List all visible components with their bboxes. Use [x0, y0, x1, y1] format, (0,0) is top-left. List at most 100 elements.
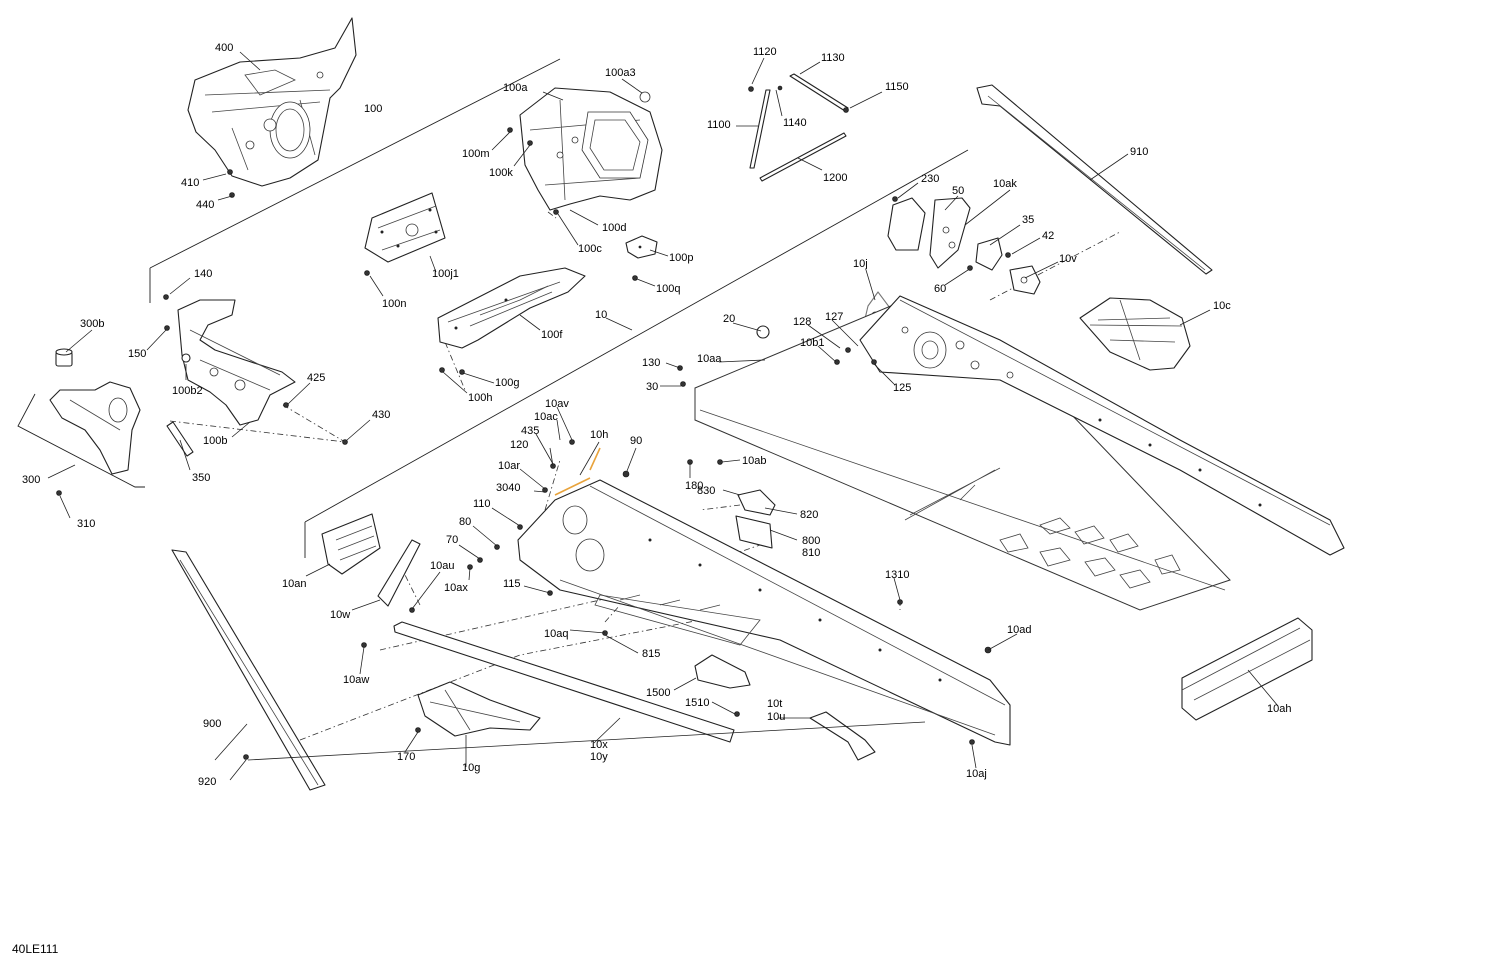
callout-10j[interactable]: 10j	[853, 258, 868, 270]
callout-10ar[interactable]: 10ar	[498, 460, 520, 472]
part-10an-vent[interactable]	[321, 513, 381, 575]
callout-10u[interactable]: 10u	[767, 711, 785, 723]
callout-10av[interactable]: 10av	[545, 398, 569, 410]
callout-127[interactable]: 127	[825, 311, 843, 323]
callout-100f[interactable]: 100f	[541, 329, 563, 341]
callout-10t[interactable]: 10t	[767, 698, 782, 710]
callout-100a3[interactable]: 100a3	[605, 67, 636, 79]
callout-10g[interactable]: 10g	[462, 762, 480, 774]
part-10w-strut[interactable]	[377, 539, 421, 607]
callout-1200[interactable]: 1200	[823, 172, 847, 184]
callout-1510[interactable]: 1510	[685, 697, 709, 709]
part-100j1-panel[interactable]	[364, 192, 446, 263]
callout-440[interactable]: 440	[196, 199, 214, 211]
callout-10c[interactable]: 10c	[1213, 300, 1231, 312]
callout-1310[interactable]: 1310	[885, 569, 909, 581]
callout-42[interactable]: 42	[1042, 230, 1054, 242]
callout-10ab[interactable]: 10ab	[742, 455, 766, 467]
callout-425[interactable]: 425	[307, 372, 325, 384]
callout-100g[interactable]: 100g	[495, 377, 519, 389]
callout-10ah[interactable]: 10ah	[1267, 703, 1291, 715]
callout-128[interactable]: 128	[793, 316, 811, 328]
callout-125[interactable]: 125	[893, 382, 911, 394]
callout-100[interactable]: 100	[364, 103, 382, 115]
callout-10ak[interactable]: 10ak	[993, 178, 1017, 190]
callout-10x[interactable]: 10x	[590, 739, 608, 751]
callout-70[interactable]: 70	[446, 534, 458, 546]
callout-800[interactable]: 800	[802, 535, 820, 547]
callout-350[interactable]: 350	[192, 472, 210, 484]
callout-410[interactable]: 410	[181, 177, 199, 189]
callout-180[interactable]: 180	[685, 480, 703, 492]
callout-810[interactable]: 810	[802, 547, 820, 559]
callout-50[interactable]: 50	[952, 185, 964, 197]
callout-1120[interactable]: 1120	[753, 46, 777, 58]
part-820-bracket[interactable]	[737, 489, 776, 516]
part-100b-mid-frame[interactable]	[177, 299, 296, 426]
callout-100m[interactable]: 100m	[462, 148, 490, 160]
callout-10an[interactable]: 10an	[282, 578, 306, 590]
callout-100d[interactable]: 100d	[602, 222, 626, 234]
callout-430[interactable]: 430	[372, 409, 390, 421]
callout-1100[interactable]: 1100	[707, 119, 731, 131]
part-10c-cover[interactable]	[1079, 297, 1191, 371]
callout-1130[interactable]: 1130	[821, 52, 845, 64]
callout-920[interactable]: 920	[198, 776, 216, 788]
callout-100h[interactable]: 100h	[468, 392, 492, 404]
callout-110[interactable]: 110	[473, 498, 491, 510]
callout-10h[interactable]: 10h	[590, 429, 608, 441]
callout-140[interactable]: 140	[194, 268, 212, 280]
callout-100a[interactable]: 100a	[503, 82, 528, 94]
part-350-tube[interactable]	[166, 421, 194, 457]
callout-830[interactable]: 830	[697, 485, 715, 497]
callout-90[interactable]: 90	[630, 435, 642, 447]
callout-300b[interactable]: 300b	[80, 318, 104, 330]
callout-100j1[interactable]: 100j1	[432, 268, 459, 280]
part-10ah-channel[interactable]	[1181, 617, 1313, 721]
part-910-rail[interactable]	[976, 84, 1213, 275]
part-10x-strip[interactable]	[393, 621, 735, 743]
callout-100b[interactable]: 100b	[203, 435, 227, 447]
callout-435[interactable]: 435	[521, 425, 539, 437]
callout-60[interactable]: 60	[934, 283, 946, 295]
callout-10aa[interactable]: 10aa	[697, 353, 722, 365]
callout-35[interactable]: 35	[1022, 214, 1034, 226]
part-1500-bracket[interactable]	[694, 654, 751, 689]
callout-1500[interactable]: 1500	[646, 687, 670, 699]
callout-10ac[interactable]: 10ac	[534, 411, 558, 423]
callout-10aj[interactable]: 10aj	[966, 768, 987, 780]
callout-310[interactable]: 310	[77, 518, 95, 530]
callout-20[interactable]: 20	[723, 313, 735, 325]
callout-100p[interactable]: 100p	[669, 252, 693, 264]
callout-100c[interactable]: 100c	[578, 243, 602, 255]
callout-10[interactable]: 10	[595, 309, 607, 321]
callout-400[interactable]: 400	[215, 42, 233, 54]
callout-910[interactable]: 910	[1130, 146, 1148, 158]
callout-10y[interactable]: 10y	[590, 751, 608, 763]
callout-3040[interactable]: 3040	[496, 482, 520, 494]
part-10t-gusset[interactable]	[809, 711, 876, 761]
callout-10v[interactable]: 10v	[1059, 253, 1077, 265]
part-300b-mount[interactable]	[55, 348, 73, 367]
callout-300[interactable]: 300	[22, 474, 40, 486]
part-10-left-side-rail[interactable]	[517, 479, 1011, 746]
parts-upper-right-brackets[interactable]	[887, 197, 1041, 295]
callout-900[interactable]: 900	[203, 718, 221, 730]
part-100f-bracket[interactable]	[437, 267, 586, 349]
callout-10ad[interactable]: 10ad	[1007, 624, 1031, 636]
callout-10aw[interactable]: 10aw	[343, 674, 369, 686]
callout-1150[interactable]: 1150	[885, 81, 909, 93]
callout-170[interactable]: 170	[397, 751, 415, 763]
callout-10b1[interactable]: 10b1	[800, 337, 824, 349]
callout-100q[interactable]: 100q	[656, 283, 680, 295]
callout-80[interactable]: 80	[459, 516, 471, 528]
callout-100b2[interactable]: 100b2	[172, 385, 203, 397]
callout-150[interactable]: 150	[128, 348, 146, 360]
callout-120[interactable]: 120	[510, 439, 528, 451]
part-10-right-side-rail[interactable]	[859, 295, 1345, 556]
parts-rods[interactable]	[748, 73, 849, 182]
callout-115[interactable]: 115	[503, 578, 521, 590]
part-100a-bulkhead[interactable]	[519, 87, 663, 211]
part-10g-bracket[interactable]	[417, 681, 541, 737]
callout-815[interactable]: 815	[642, 648, 660, 660]
